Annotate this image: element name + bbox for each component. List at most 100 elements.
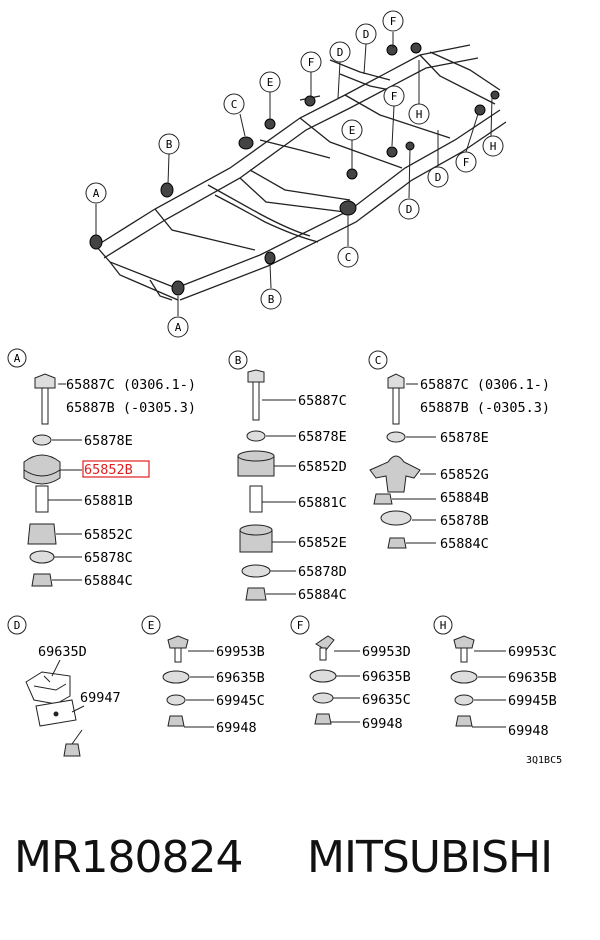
highlight-box <box>82 460 150 478</box>
label-65881b: 65881B <box>84 493 133 509</box>
svg-text:A: A <box>14 352 21 365</box>
callout-h[interactable]: H <box>482 135 504 157</box>
label-65878e: 65878E <box>84 433 133 449</box>
svg-text:B: B <box>235 354 242 367</box>
bolt-icon <box>63 729 83 757</box>
washer-icon <box>454 694 474 706</box>
mount-blob <box>386 44 398 56</box>
chassis-frame <box>95 44 507 301</box>
frame-mounts <box>89 42 500 296</box>
mount-blob <box>264 118 276 130</box>
label-65852c: 65852C <box>84 527 133 543</box>
collar-icon <box>35 485 49 513</box>
svg-text:C: C <box>231 98 238 111</box>
callout-f[interactable]: F <box>300 51 322 73</box>
svg-text:H: H <box>490 140 497 153</box>
mount-blob <box>160 182 174 198</box>
label-69948: 69948 <box>508 723 549 739</box>
callout-a[interactable]: A <box>167 316 189 338</box>
callout-f[interactable]: F <box>383 85 405 107</box>
label-65852d: 65852D <box>298 459 347 475</box>
svg-text:F: F <box>308 56 315 69</box>
callout-b[interactable]: B <box>260 288 282 310</box>
svg-text:F: F <box>391 90 398 103</box>
washer-icon <box>450 670 478 684</box>
label-65852g: 65852G <box>440 467 489 483</box>
label-69953b: 69953B <box>216 644 265 660</box>
footer: MR180824 MITSUBISHI <box>0 832 600 912</box>
washer-icon <box>29 550 55 564</box>
svg-text:F: F <box>390 15 397 28</box>
section-a-letter: A <box>7 348 27 368</box>
washer-icon <box>309 669 337 683</box>
label-65852e: 65852E <box>298 535 347 551</box>
lower-cushion-icon <box>27 523 57 545</box>
washer-icon <box>246 430 266 442</box>
bolt-icon <box>387 373 405 425</box>
mount-blob <box>474 104 486 116</box>
svg-text:A: A <box>175 321 182 334</box>
section-h: H 69953C 69635B 69945B 69948 <box>433 615 557 739</box>
brand-name: MITSUBISHI <box>307 832 553 883</box>
washer-icon <box>241 564 271 578</box>
svg-text:E: E <box>148 619 155 632</box>
callout-d[interactable]: D <box>427 166 449 188</box>
label-69635d: 69635D <box>38 644 87 660</box>
label-69635c: 69635C <box>362 692 411 708</box>
callout-d[interactable]: D <box>329 41 351 63</box>
section-b-letter: B <box>228 350 248 370</box>
label-65852b[interactable]: 65852B <box>84 462 133 478</box>
mount-blob <box>238 136 254 150</box>
nut-icon <box>31 573 53 587</box>
callout-c[interactable]: C <box>337 246 359 268</box>
callout-c[interactable]: C <box>223 93 245 115</box>
section-c: C 65887C (0306.1-) 65887B (-0305.3) 6587… <box>368 350 550 552</box>
callout-e[interactable]: E <box>341 119 363 141</box>
svg-text:H: H <box>416 108 423 121</box>
label-65887c: 65887C (0306.1-) <box>66 377 196 393</box>
label-65887c: 65887C <box>298 393 347 409</box>
svg-text:F: F <box>297 619 304 632</box>
bolt-icon <box>315 635 335 661</box>
svg-text:D: D <box>406 203 413 216</box>
section-d-letter: D <box>7 615 27 635</box>
bolt-icon <box>453 635 475 663</box>
label-69948: 69948 <box>216 720 257 736</box>
mount-blob <box>304 95 316 107</box>
label-69948: 69948 <box>362 716 403 732</box>
mount-blob <box>410 42 422 54</box>
part-number: MR180824 <box>14 832 243 883</box>
callout-d[interactable]: D <box>398 198 420 220</box>
label-69635b: 69635B <box>508 670 557 686</box>
mount-bracket-icon <box>369 455 421 493</box>
svg-text:A: A <box>93 187 100 200</box>
svg-text:H: H <box>440 619 447 632</box>
washer-icon <box>380 510 412 526</box>
label-65878e: 65878E <box>440 430 489 446</box>
bolt-icon <box>34 373 56 425</box>
callout-e[interactable]: E <box>259 71 281 93</box>
plate-icon <box>35 699 77 727</box>
nut-icon <box>314 713 332 725</box>
svg-text:B: B <box>268 293 275 306</box>
svg-text:D: D <box>363 28 370 41</box>
washer-icon <box>162 670 190 684</box>
callout-f[interactable]: F <box>382 10 404 32</box>
mount-blob <box>89 234 103 250</box>
callout-f[interactable]: F <box>455 151 477 173</box>
callout-b[interactable]: B <box>158 133 180 155</box>
bolt-icon <box>247 369 265 421</box>
svg-text:B: B <box>166 138 173 151</box>
label-69635b: 69635B <box>216 670 265 686</box>
callout-d[interactable]: D <box>355 23 377 45</box>
cushion-icon <box>237 450 275 477</box>
section-h-letter: H <box>433 615 453 635</box>
nut-icon <box>387 537 407 549</box>
washer-icon <box>166 694 186 706</box>
section-e-letter: E <box>141 615 161 635</box>
mount-blob <box>264 251 276 265</box>
callout-a[interactable]: A <box>85 182 107 204</box>
label-65887c: 65887C (0306.1-) <box>420 377 550 393</box>
label-65887b: 65887B (-0305.3) <box>66 400 196 416</box>
callout-h[interactable]: H <box>408 103 430 125</box>
